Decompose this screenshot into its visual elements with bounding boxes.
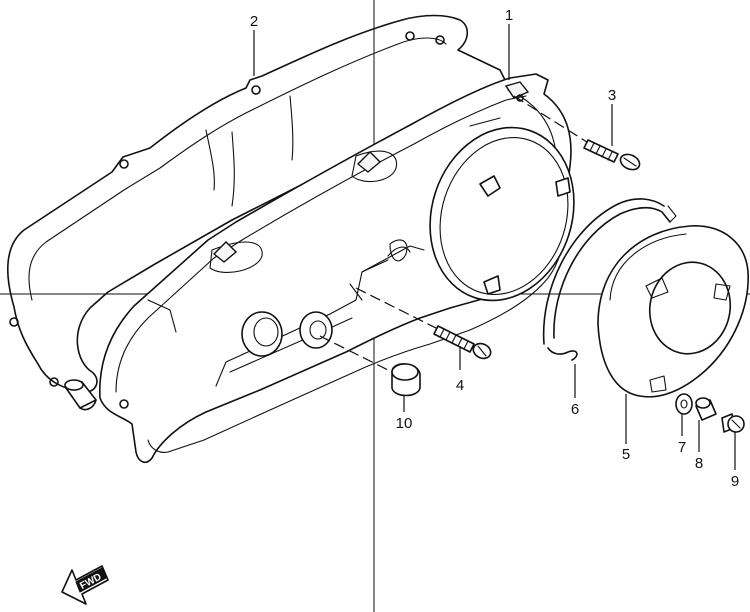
callout-9: 9	[731, 473, 739, 490]
part-10-alignment-line	[319, 335, 393, 373]
part-1-crankcase-cover	[99, 73, 575, 464]
callout-4: 4	[456, 377, 464, 394]
gasket-hole	[9, 317, 19, 327]
callout-6: 6	[571, 401, 579, 418]
gasket-hole	[119, 159, 129, 169]
part-3-alignment-line	[513, 95, 591, 145]
part-4-bolt	[355, 287, 492, 360]
callout-2: 2	[250, 13, 258, 30]
part-6-seal-ring	[542, 198, 677, 361]
part-10-plug	[319, 335, 421, 397]
part-5-outer-cover	[597, 225, 749, 398]
callout-numbers: 1 2 3 4 5 6 7 8 9 10	[250, 7, 739, 490]
gasket-hole	[251, 85, 261, 95]
part-8-collar	[695, 397, 717, 421]
forward-arrow-icon: FWD	[61, 565, 109, 605]
callout-10: 10	[396, 415, 413, 432]
center-boss	[299, 311, 333, 349]
part-2-gasket	[7, 14, 507, 393]
gasket-hole	[435, 35, 445, 45]
dome-bolts	[479, 175, 571, 295]
left-boss	[241, 311, 283, 357]
part-7-washer	[675, 393, 693, 415]
gasket-hole	[49, 377, 59, 387]
dowel-pin	[64, 379, 97, 411]
part-9-bolt	[721, 413, 745, 433]
callout-5: 5	[622, 446, 630, 463]
callout-leaders	[253, 24, 736, 470]
callout-7: 7	[678, 439, 686, 456]
callout-8: 8	[695, 455, 703, 472]
callout-3: 3	[608, 87, 616, 104]
part-3-bolt	[513, 95, 641, 171]
clutch-dome	[429, 126, 575, 302]
callout-1: 1	[505, 7, 513, 24]
gasket-hole	[405, 31, 415, 41]
